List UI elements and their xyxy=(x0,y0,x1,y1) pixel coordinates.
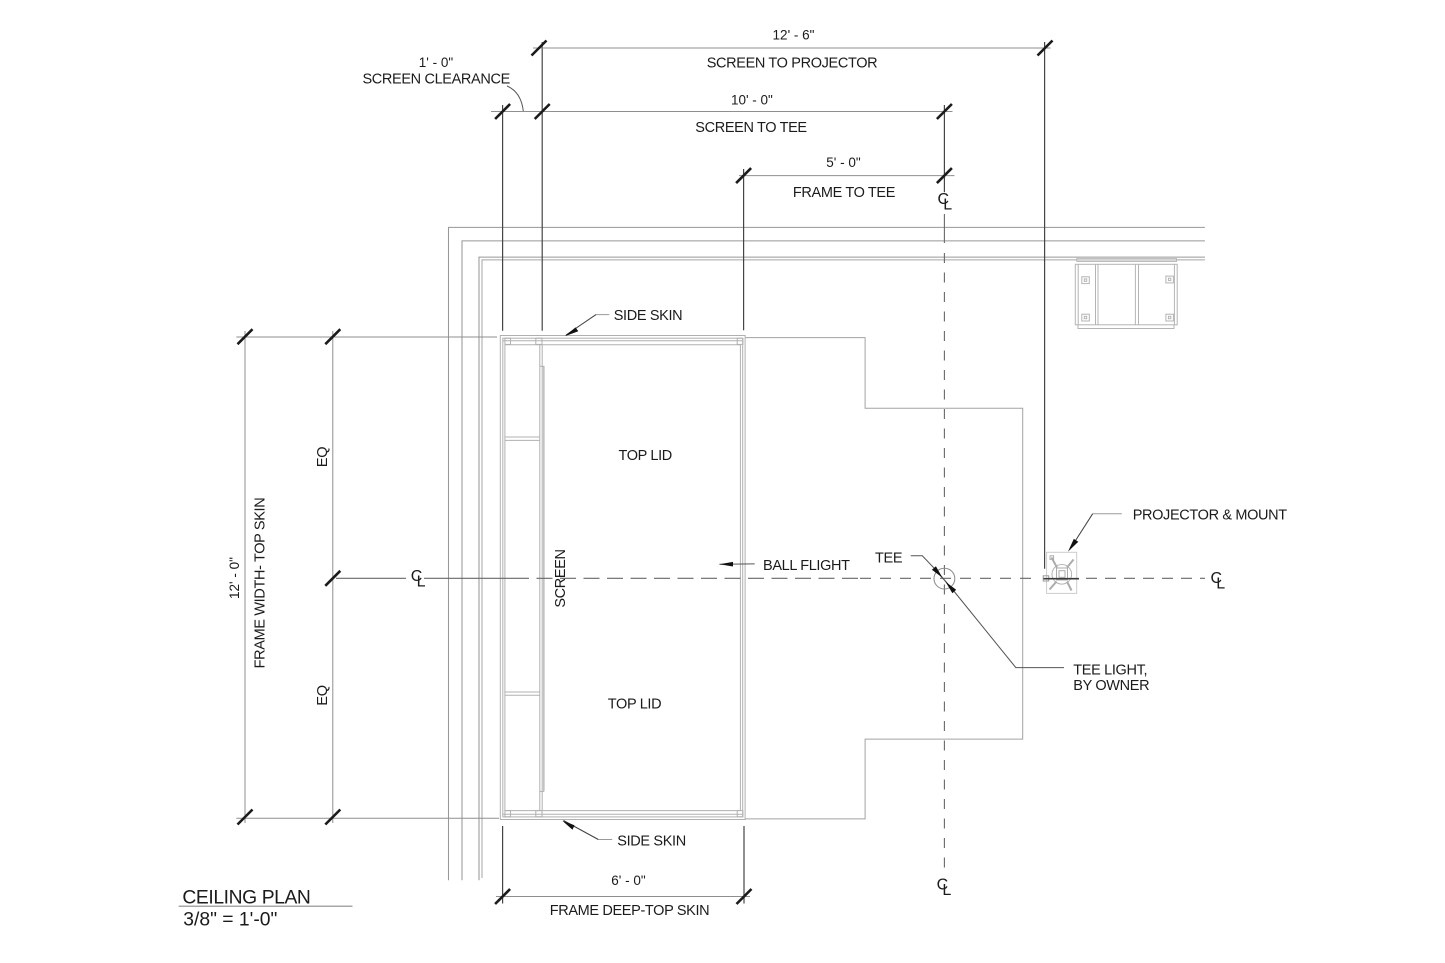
svg-text:12' - 0": 12' - 0" xyxy=(227,557,242,599)
svg-text:CEILING PLAN: CEILING PLAN xyxy=(182,888,310,909)
svg-text:FRAME DEEP-TOP SKIN: FRAME DEEP-TOP SKIN xyxy=(550,903,710,919)
svg-text:L: L xyxy=(417,573,426,590)
svg-text:FRAME WIDTH- TOP SKIN: FRAME WIDTH- TOP SKIN xyxy=(253,498,269,669)
svg-text:10' - 0": 10' - 0" xyxy=(731,93,773,108)
svg-text:12' - 6": 12' - 6" xyxy=(773,27,815,42)
svg-text:SIDE SKIN: SIDE SKIN xyxy=(614,308,683,324)
svg-text:L: L xyxy=(1216,576,1225,593)
svg-text:BY OWNER: BY OWNER xyxy=(1073,678,1149,694)
svg-text:L: L xyxy=(942,882,951,899)
svg-text:1' - 0": 1' - 0" xyxy=(419,55,454,70)
svg-text:EQ: EQ xyxy=(315,685,331,705)
svg-text:BALL FLIGHT: BALL FLIGHT xyxy=(763,558,850,574)
svg-text:C: C xyxy=(937,877,949,894)
svg-text:C: C xyxy=(938,191,950,208)
svg-text:EQ: EQ xyxy=(315,447,331,467)
svg-text:3/8" = 1'-0": 3/8" = 1'-0" xyxy=(183,910,277,931)
svg-text:SCREEN TO TEE: SCREEN TO TEE xyxy=(695,120,807,136)
svg-text:6' - 0": 6' - 0" xyxy=(611,873,646,888)
svg-text:PROJECTOR & MOUNT: PROJECTOR & MOUNT xyxy=(1133,507,1288,523)
svg-text:FRAME TO TEE: FRAME TO TEE xyxy=(793,185,896,201)
svg-text:TOP LID: TOP LID xyxy=(618,448,671,464)
svg-text:TEE LIGHT,: TEE LIGHT, xyxy=(1073,663,1147,679)
svg-text:TOP LID: TOP LID xyxy=(608,697,661,713)
svg-text:5' - 0": 5' - 0" xyxy=(826,155,861,170)
svg-text:C: C xyxy=(1211,570,1223,587)
svg-text:SCREEN TO PROJECTOR: SCREEN TO PROJECTOR xyxy=(707,55,878,71)
svg-text:TEE: TEE xyxy=(875,550,903,566)
svg-text:L: L xyxy=(943,197,952,214)
svg-text:SCREEN: SCREEN xyxy=(553,549,569,607)
svg-text:SIDE SKIN: SIDE SKIN xyxy=(617,834,686,850)
svg-text:SCREEN CLEARANCE: SCREEN CLEARANCE xyxy=(362,71,510,87)
svg-text:C: C xyxy=(411,568,423,585)
